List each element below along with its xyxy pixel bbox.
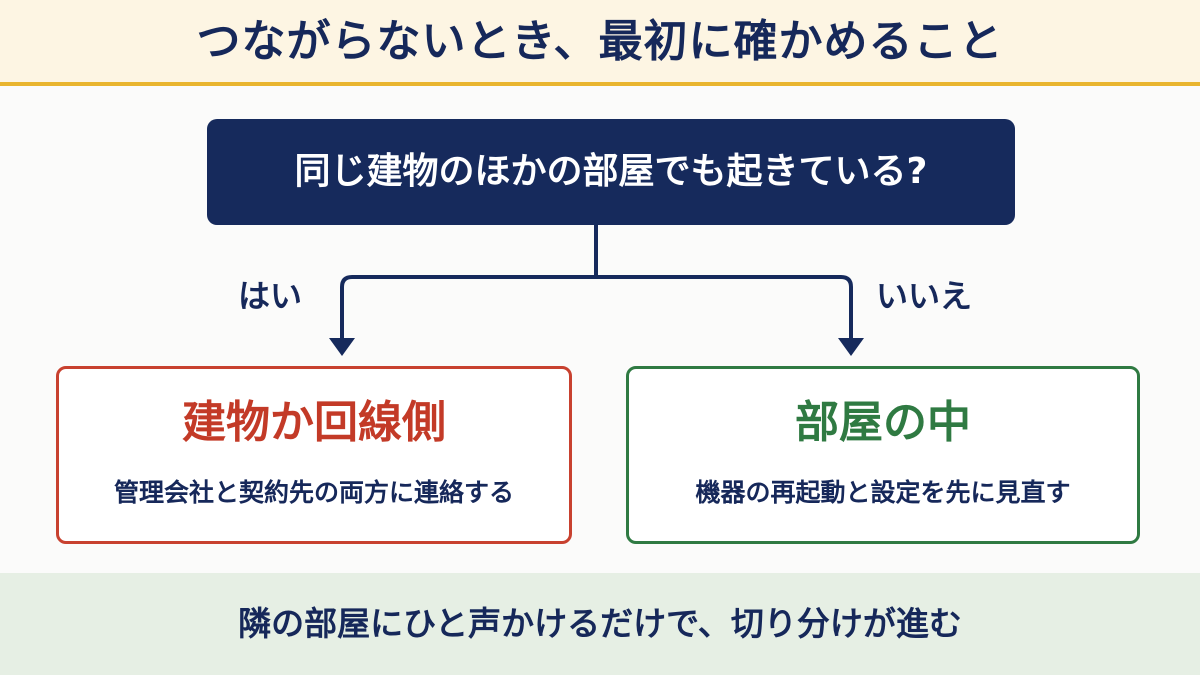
- branch-label-no: いいえ: [876, 277, 973, 315]
- card-description-building: 管理会社と契約先の両方に連絡する: [113, 478, 514, 507]
- connector-no-branch: [594, 275, 853, 340]
- connector-yes-branch: [340, 275, 598, 340]
- result-card-room: 部屋の中 機器の再起動と設定を先に見直す: [626, 366, 1140, 544]
- question-box: 同じ建物のほかの部屋でも起きている?: [207, 119, 1015, 225]
- card-title-room: 部屋の中: [795, 397, 971, 448]
- card-description-room: 機器の再起動と設定を先に見直す: [695, 478, 1071, 507]
- page-title: つながらないとき、最初に確かめること: [196, 16, 1004, 67]
- arrowhead-no-icon: [838, 338, 864, 356]
- card-title-building: 建物か回線側: [182, 397, 446, 448]
- arrowhead-yes-icon: [329, 338, 355, 356]
- footer-tip: 隣の部屋にひと声かけるだけで、切り分けが進む: [238, 604, 962, 643]
- branch-label-yes: はい: [238, 277, 303, 315]
- footer-bar: 隣の部屋にひと声かけるだけで、切り分けが進む: [0, 573, 1200, 675]
- result-card-building: 建物か回線側 管理会社と契約先の両方に連絡する: [56, 366, 572, 544]
- question-text: 同じ建物のほかの部屋でも起きている?: [294, 151, 928, 192]
- header-bar: つながらないとき、最初に確かめること: [0, 0, 1200, 86]
